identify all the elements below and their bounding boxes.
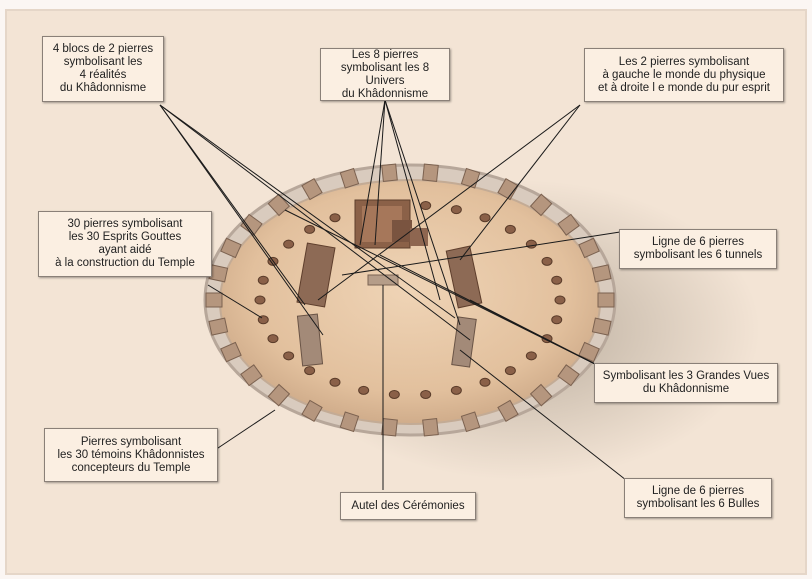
wall-stone [592,265,611,282]
label-bubbles: Ligne de 6 pierres symbolisant les 6 Bul… [624,478,772,518]
wall-stone [592,318,611,335]
wall-stone [209,318,228,335]
ring-stone [526,352,536,360]
ring-stone [505,225,515,233]
wall-stone [206,293,222,307]
label-four-blocks: 4 blocs de 2 pierres symbolisant les 4 r… [42,36,164,102]
label-three-views: Symbolisant les 3 Grandes Vues du Khâdon… [594,363,778,403]
ring-stone [526,240,536,248]
ring-stone [480,214,490,222]
ring-stone [421,390,431,398]
label-thirty-stones: 30 pierres symbolisant les 30 Esprits Go… [38,211,212,277]
ring-stone [268,335,278,343]
ring-stone [542,257,552,265]
ring-stone [555,296,565,304]
label-eight-stones: Les 8 pierres symbolisant les 8 Univers … [320,48,450,101]
ring-stone [258,276,268,284]
ring-stone [552,316,562,324]
ring-stone [359,386,369,394]
label-two-stones: Les 2 pierres symbolisant à gauche le mo… [584,48,784,102]
ring-stone [284,240,294,248]
ring-stone [451,206,461,214]
ring-stone [451,386,461,394]
wall-stone [382,164,398,181]
ring-stone [330,378,340,386]
label-tunnels: Ligne de 6 pierres symbolisant les 6 tun… [619,229,777,269]
ring-stone [480,378,490,386]
wall-stone [598,293,614,307]
ring-stone [305,225,315,233]
label-altar: Autel des Cérémonies [340,492,476,520]
ring-stone [552,276,562,284]
ring-stone [330,214,340,222]
ring-stone [305,367,315,375]
ring-stone [421,202,431,210]
label-witnesses: Pierres symbolisant les 30 témoins Khâdo… [44,428,218,482]
ring-stone [505,367,515,375]
wall-stone [423,164,439,181]
wall-stone [423,419,439,436]
wall-stone [382,419,398,436]
ring-stone [389,390,399,398]
ring-stone [284,352,294,360]
ring-stone [255,296,265,304]
